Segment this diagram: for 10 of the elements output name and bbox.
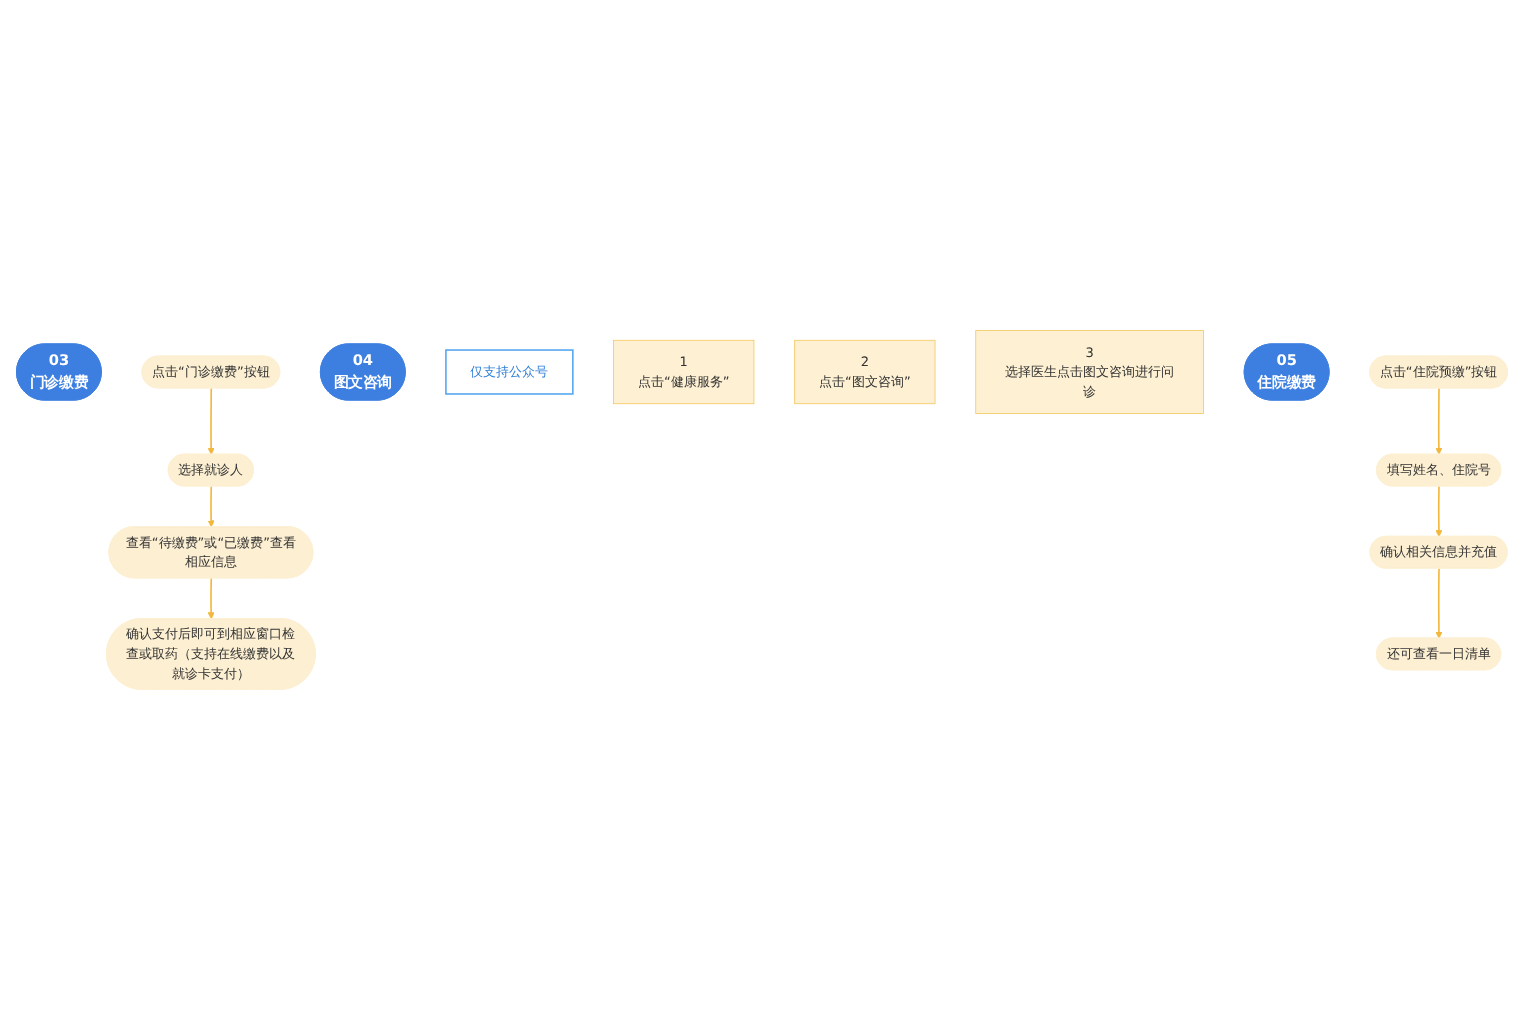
node-box [613,339,755,405]
arrow [207,577,215,620]
node-box [975,330,1204,414]
arrow [207,387,215,455]
node-box [794,339,936,405]
arrow [1435,485,1443,538]
arrow [1435,387,1443,455]
arrow [207,485,215,528]
node-box [445,349,574,395]
arrow [1435,567,1443,639]
